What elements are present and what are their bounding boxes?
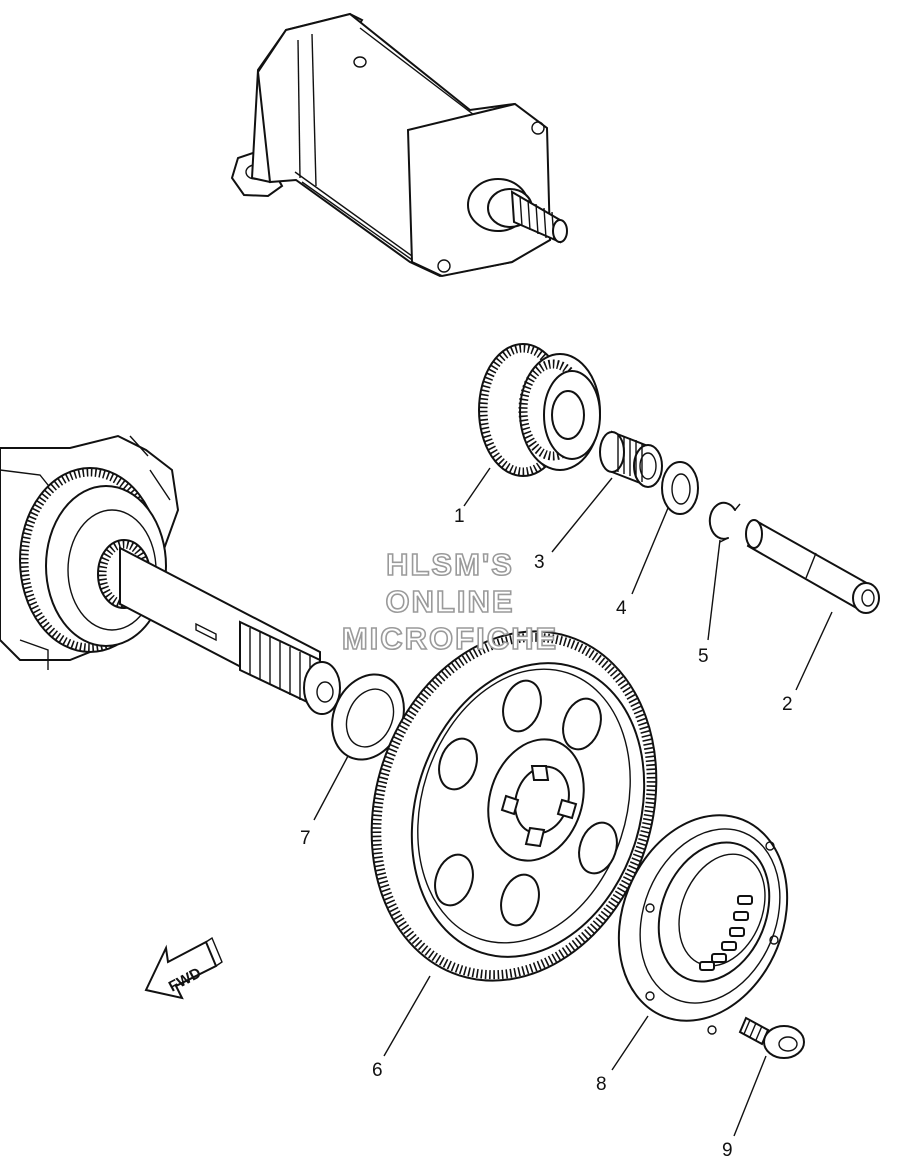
callout-5: 5 <box>698 646 709 667</box>
watermark-line-1: HLSM'S <box>386 547 514 582</box>
part-1-idle-gear <box>478 343 601 477</box>
callout-4: 4 <box>616 598 627 619</box>
watermark-line-3: MICROFICHE <box>342 621 558 656</box>
starter-motor <box>230 12 568 278</box>
fwd-arrow-icon: FWD <box>144 936 223 1000</box>
part-2-shaft <box>745 519 880 614</box>
clutch-rollers <box>699 895 753 971</box>
callout-6: 6 <box>372 1060 383 1081</box>
watermark: HLSM'S ONLINE MICROFICHE <box>341 546 558 657</box>
callout-7: 7 <box>300 828 311 849</box>
callout-1: 1 <box>454 506 465 527</box>
callout-3: 3 <box>534 552 545 573</box>
watermark-line-2: ONLINE <box>385 584 514 619</box>
callout-8: 8 <box>596 1074 607 1095</box>
leader-lines <box>313 467 833 1137</box>
part-9-bolt <box>738 1016 805 1059</box>
part-8-starter-clutch <box>617 814 789 1035</box>
part-3-needle-bearing <box>599 430 663 488</box>
part-4-washer <box>661 461 699 515</box>
crankshaft <box>0 434 341 715</box>
callout-2: 2 <box>782 694 793 715</box>
part-5-circlip <box>708 501 741 543</box>
callout-9: 9 <box>722 1140 733 1161</box>
part-6-wheel-gear <box>370 630 658 982</box>
callout-numbers: 1 2 3 4 5 6 7 8 9 <box>300 506 793 1161</box>
